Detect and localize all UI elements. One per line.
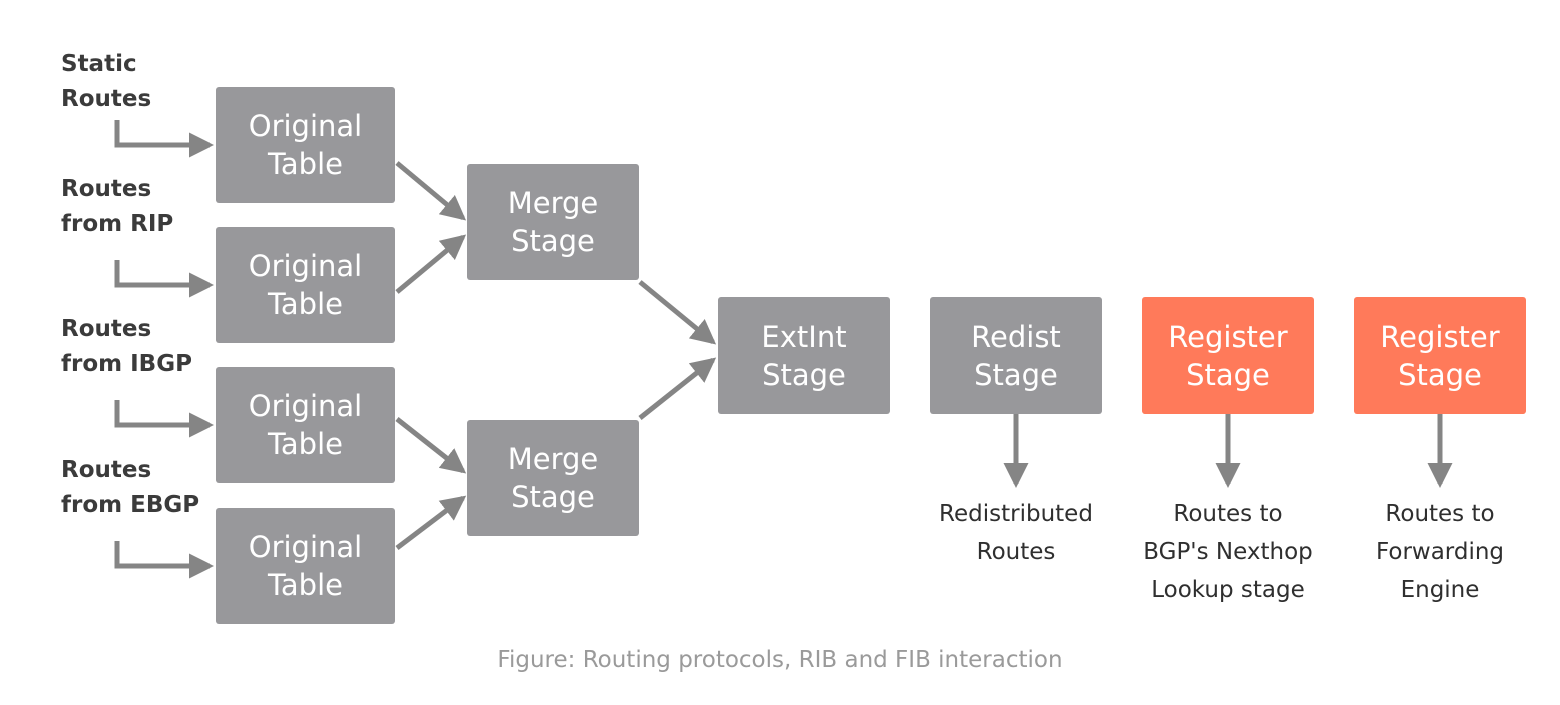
original-table-2: Original Table [216, 227, 395, 343]
source-static-routes: Static Routes [61, 51, 152, 112]
arrow-table-3-to-merge-2 [395, 417, 467, 474]
output-routes-to-bgp-nexthop: Routes to BGP's Nexthop Lookup stage [1143, 501, 1313, 603]
original-table-2-label: Original Table [248, 249, 363, 321]
extint-stage: ExtInt Stage [718, 297, 890, 414]
redist-stage-label: Redist Stage [971, 319, 1061, 392]
original-table-4: Original Table [216, 508, 395, 624]
arrow-ibgp-to-table-3 [114, 400, 215, 438]
arrow-merge-2-to-extint [638, 357, 717, 420]
merge-stage-2-label: Merge Stage [507, 442, 599, 514]
arrow-table-4-to-merge-2 [395, 495, 467, 550]
register-stage-2-label: Register Stage [1380, 319, 1500, 392]
output-redistributed-routes: Redistributed Routes [939, 501, 1093, 565]
output-routes-to-forwarding-engine: Routes to Forwarding Engine [1375, 501, 1505, 603]
arrow-static-to-table-1 [114, 120, 215, 158]
figure-caption: Figure: Routing protocols, RIB and FIB i… [497, 647, 1063, 673]
extint-stage-label: ExtInt Stage [761, 319, 847, 392]
register-stage-1: Register Stage [1142, 297, 1314, 414]
arrow-table-1-to-merge-1 [395, 161, 467, 221]
original-table-3: Original Table [216, 367, 395, 483]
register-stage-2: Register Stage [1354, 297, 1526, 414]
source-routes-from-ibgp: Routes from IBGP [61, 316, 192, 377]
arrow-rip-to-table-2 [114, 260, 215, 298]
arrow-table-2-to-merge-1 [395, 234, 467, 294]
merge-stage-1-label: Merge Stage [507, 186, 599, 258]
arrow-merge-1-to-extint [638, 280, 717, 345]
original-table-1: Original Table [216, 87, 395, 203]
merge-stage-2: Merge Stage [467, 420, 639, 536]
arrow-ebgp-to-table-4 [114, 541, 215, 579]
merge-stage-1: Merge Stage [467, 164, 639, 280]
source-routes-from-rip: Routes from RIP [61, 176, 174, 237]
redist-stage: Redist Stage [930, 297, 1102, 414]
original-table-1-label: Original Table [248, 109, 363, 181]
source-routes-from-ebgp: Routes from EBGP [61, 457, 200, 518]
register-stage-1-label: Register Stage [1168, 319, 1288, 392]
original-table-4-label: Original Table [248, 530, 363, 602]
original-table-3-label: Original Table [248, 389, 363, 461]
